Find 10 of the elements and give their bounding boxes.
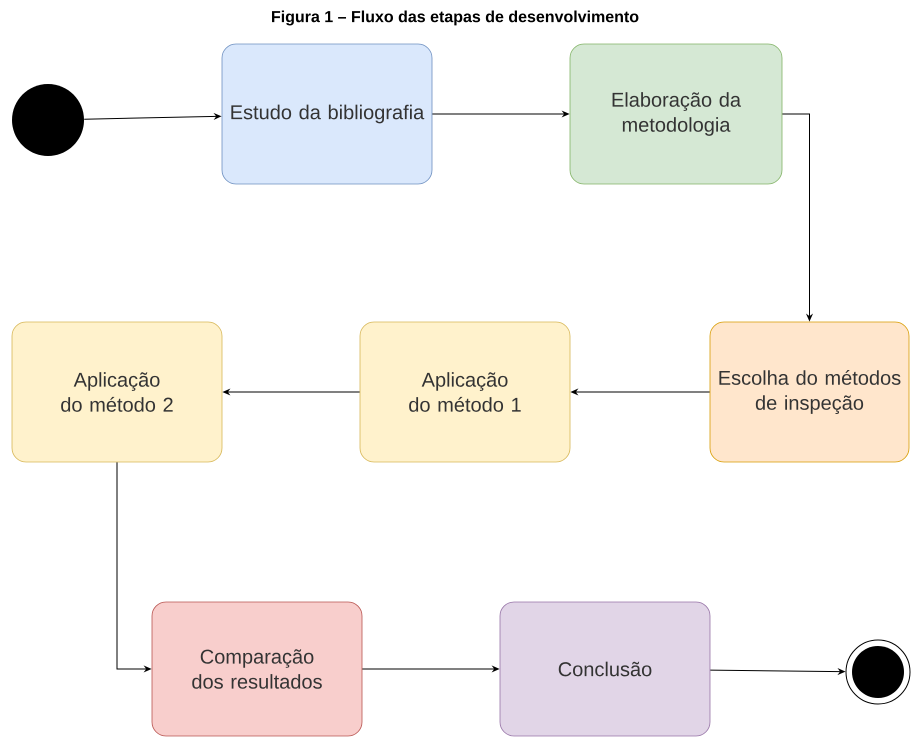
process-box: Estudo da bibliografia: [222, 44, 432, 184]
process-box: Elaboração da metodologia: [570, 44, 782, 184]
figure-title: Figura 1 – Fluxo das etapas de desenvolvimento: [272, 10, 638, 26]
end-circle: [846, 640, 910, 704]
process-box: Comparação dos resultados: [152, 602, 362, 736]
start-circle: [12, 84, 84, 156]
process-box: Aplicação do método 1: [360, 322, 570, 462]
process-box: Conclusão: [500, 602, 710, 736]
process-box: Escolha do métodos de inspeção: [710, 322, 910, 462]
process-box: Aplicação do método 2: [12, 322, 222, 462]
